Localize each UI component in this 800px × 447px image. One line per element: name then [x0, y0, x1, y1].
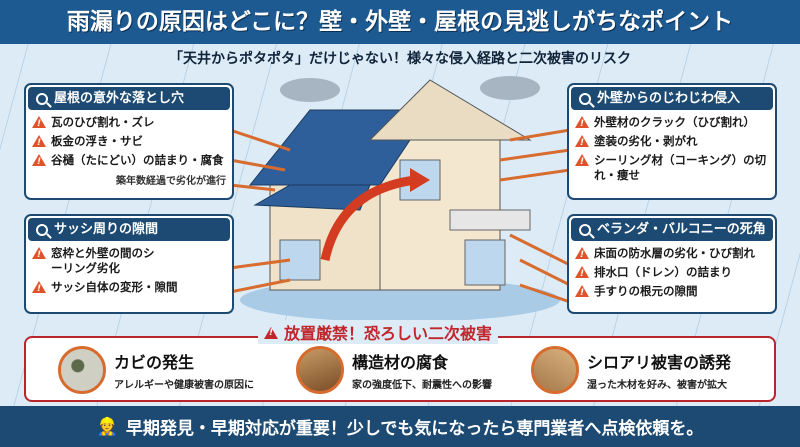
warning-icon — [575, 285, 589, 301]
search-icon — [579, 223, 591, 236]
search-icon — [579, 92, 591, 105]
list-item: 板金の浮き・サビ — [32, 134, 226, 151]
list-item: サッシ自体の変形・隙間 — [32, 280, 226, 297]
roof-heading: 屋根の意外な落とし穴 — [54, 91, 185, 106]
roof-note: 築年数経過で劣化が進行 — [116, 176, 226, 187]
mold-icon — [58, 346, 106, 394]
warning-icon — [575, 154, 589, 170]
warning-icon — [264, 326, 278, 339]
veranda-panel: ベランダ・バルコニーの死角 床面の防水層の劣化・ひび割れ 排水口（ドレン）の詰ま… — [567, 214, 777, 314]
warning-icon — [32, 135, 46, 151]
risk-item-rot: 構造材の腐食家の強度低下、耐震性への影響 — [296, 346, 492, 394]
secondary-damage-heading: 放置厳禁！恐ろしい二次被害 — [258, 320, 499, 344]
list-item: 瓦のひび割れ・ズレ — [32, 115, 226, 132]
list-item: シーリング材（コーキング）の切れ・痩せ — [575, 153, 769, 183]
worker-icon: 👷 — [96, 416, 118, 437]
warning-icon — [32, 154, 46, 170]
page-title: 雨漏りの原因はどこに？壁・外壁・屋根の見逃しがちなポイント — [0, 0, 800, 44]
list-item: 床面の防水層の劣化・ひび割れ — [575, 246, 769, 263]
secondary-damage-panel: カビの発生アレルギーや健康被害の原因に 構造材の腐食家の強度低下、耐震性への影響… — [24, 336, 776, 402]
warning-icon — [32, 247, 46, 263]
list-item: 窓枠と外壁の間のシーリング劣化 — [32, 246, 226, 276]
list-item: 塗装の劣化・剥がれ — [575, 134, 769, 151]
footer-banner: 👷早期発見・早期対応が重要！少しでも気になったら専門業者へ点検依頼を。 — [0, 406, 800, 447]
warning-icon — [32, 116, 46, 132]
warning-icon — [575, 135, 589, 151]
list-item: 谷樋（たにどい）の詰まり・腐食 — [32, 153, 226, 170]
subtitle: 「天井からポタポタ」だけじゃない！様々な侵入経路と二次被害のリスク — [169, 51, 631, 67]
sash-panel: サッシ周りの隙間 窓枠と外壁の間のシーリング劣化 サッシ自体の変形・隙間 — [24, 214, 234, 314]
rotten-wood-icon — [296, 346, 344, 394]
warning-icon — [575, 247, 589, 263]
warning-icon — [32, 281, 46, 297]
list-item: 手すりの根元の隙間 — [575, 284, 769, 301]
veranda-heading: ベランダ・バルコニーの死角 — [597, 222, 766, 237]
wall-heading: 外壁からのじわじわ侵入 — [597, 91, 741, 106]
termite-icon — [531, 346, 579, 394]
search-icon — [36, 223, 48, 236]
warning-icon — [575, 116, 589, 132]
risk-item-mold: カビの発生アレルギーや健康被害の原因に — [58, 346, 254, 394]
roof-panel: 屋根の意外な落とし穴 瓦のひび割れ・ズレ 板金の浮き・サビ 谷樋（たにどい）の詰… — [24, 83, 234, 200]
sash-heading: サッシ周りの隙間 — [54, 222, 159, 237]
wall-panel: 外壁からのじわじわ侵入 外壁材のクラック（ひび割れ） 塗装の劣化・剥がれ シーリ… — [567, 83, 777, 200]
house-illustration — [230, 76, 570, 320]
list-item: 排水口（ドレン）の詰まり — [575, 265, 769, 282]
list-item: 外壁材のクラック（ひび割れ） — [575, 115, 769, 132]
search-icon — [36, 92, 48, 105]
warning-icon — [575, 266, 589, 282]
risk-item-termite: シロアリ被害の誘発湿った木材を好み、被害が拡大 — [531, 346, 731, 394]
